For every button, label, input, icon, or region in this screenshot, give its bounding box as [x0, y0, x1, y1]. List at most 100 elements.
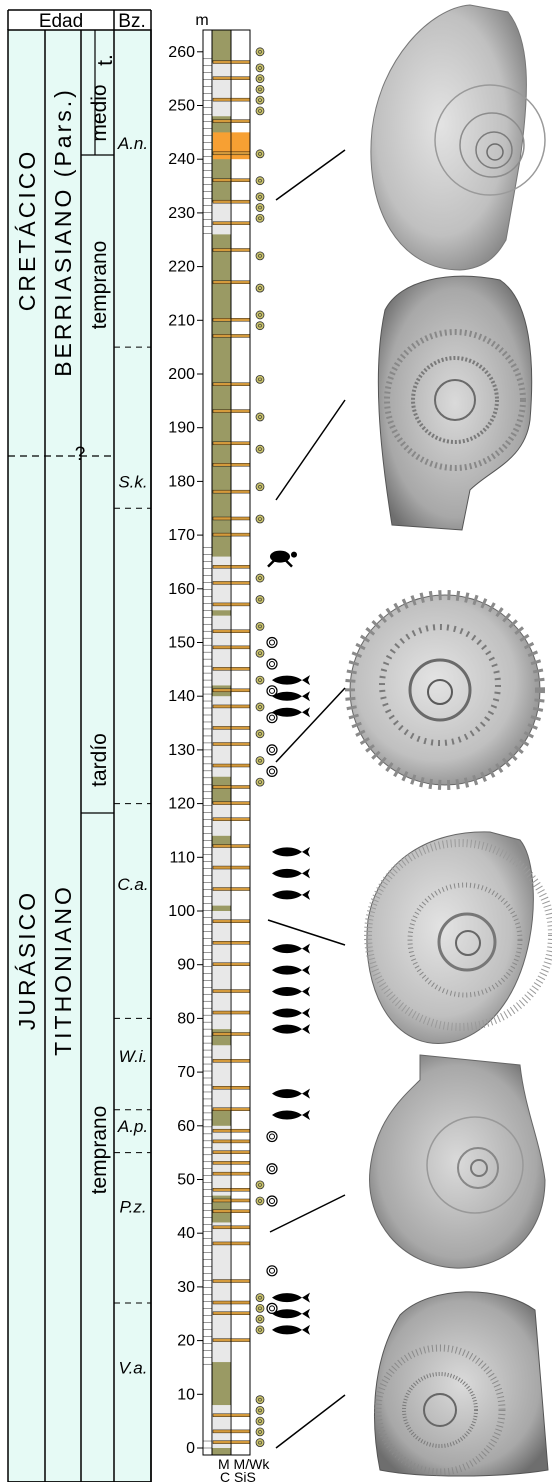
scale-tick-label: 260	[168, 44, 195, 61]
ammonite-icon	[256, 75, 264, 83]
scale-tick-label: 90	[177, 957, 195, 974]
ammonite-icon	[256, 204, 264, 212]
ammonite-ribbed-matrix-photo	[375, 1292, 548, 1476]
system-cretaceous: CRETÁCICO	[14, 149, 40, 311]
ammonite-icon	[256, 252, 264, 260]
ammonite-icon	[256, 177, 264, 185]
zone-label: W.i.	[119, 1047, 148, 1066]
ammonite-icon	[256, 1304, 264, 1312]
substage-temprano-upper: temprano	[88, 241, 111, 330]
fish-icon	[272, 1325, 310, 1335]
coiled-ammonite-icon	[267, 638, 277, 648]
ammonite-icon	[256, 622, 264, 630]
zone-header: Bz.	[118, 11, 145, 32]
ammonite-icon	[256, 730, 264, 738]
age-table: Edad Bz. CRETÁCICO JURÁSICO BERRIASIANO …	[8, 10, 151, 1482]
ammonite-icon	[256, 757, 264, 765]
scale-tick-label: 200	[168, 366, 195, 383]
ammonite-icon	[256, 214, 264, 222]
substage-tardio: tardío	[88, 733, 111, 787]
ammonite-icon	[256, 85, 264, 93]
scale-tick-label: 240	[168, 151, 195, 168]
system-jurassic: JURÁSICO	[14, 890, 40, 1030]
ammonite-icon	[256, 193, 264, 201]
ammonite-spined-photo	[350, 595, 540, 785]
ammonite-icon	[256, 1181, 264, 1189]
ammonite-icon	[256, 574, 264, 582]
substage-medio: medio	[88, 84, 111, 141]
ammonite-icon	[256, 107, 264, 115]
ammonite-icon	[256, 96, 264, 104]
ammonite-ribbed-photo	[378, 276, 531, 530]
scale-tick-label: 150	[168, 635, 195, 652]
fish-icon	[272, 1293, 310, 1303]
fish-icon	[272, 1024, 310, 1034]
coiled-ammonite-icon	[267, 745, 277, 755]
ammonite-icon	[256, 445, 264, 453]
fish-icon	[272, 691, 310, 701]
coiled-ammonite-icon	[267, 1196, 277, 1206]
ammonite-icon	[256, 1428, 264, 1436]
lithology-footer-2: C SiS	[220, 1469, 256, 1482]
boundary-question-mark: ?	[75, 444, 86, 465]
ammonite-icon	[256, 483, 264, 491]
fish-icon	[272, 675, 310, 685]
scale-tick-label: 10	[177, 1386, 195, 1403]
ammonite-icon	[256, 596, 264, 604]
ammonite-icon	[256, 649, 264, 657]
ammonite-icon	[256, 322, 264, 330]
ammonite-icon	[256, 375, 264, 383]
scale-tick-label: 30	[177, 1279, 195, 1296]
scale-tick-label: 230	[168, 205, 195, 222]
age-header: Edad	[39, 11, 83, 32]
scale-tick-label: 180	[168, 473, 195, 490]
substage-temprano-lower: temprano	[88, 1106, 111, 1195]
zone-label: C.a.	[117, 875, 148, 894]
ammonite-icon	[256, 1406, 264, 1414]
fish-icon	[272, 1089, 310, 1099]
scale-ticks: 0102030405060708090100110120130140150160…	[168, 44, 203, 1457]
ammonite-icon	[256, 515, 264, 523]
scale-tick-label: 170	[168, 527, 195, 544]
scale-tick-label: 50	[177, 1172, 195, 1189]
scale-tick-label: 130	[168, 742, 195, 759]
ammonite-icon	[256, 413, 264, 421]
ammonite-icon	[256, 64, 264, 72]
coiled-ammonite-icon	[267, 766, 277, 776]
fossil-symbols	[256, 48, 310, 1447]
unit-label: m	[195, 12, 208, 29]
ammonite-icon	[256, 676, 264, 684]
scale-tick-label: 40	[177, 1225, 195, 1242]
scale-tick-label: 220	[168, 259, 195, 276]
scale-tick-label: 160	[168, 581, 195, 598]
fish-icon	[272, 944, 310, 954]
ammonite-icon	[256, 48, 264, 56]
ammonite-icon	[256, 1294, 264, 1302]
fish-icon	[272, 847, 310, 857]
coiled-ammonite-icon	[267, 1132, 277, 1142]
ammonite-icon	[256, 311, 264, 319]
scale-tick-label: 190	[168, 420, 195, 437]
coiled-ammonite-icon	[267, 1266, 277, 1276]
ammonite-icon	[256, 1197, 264, 1205]
zone-label: S.k.	[118, 472, 147, 491]
scale-tick-label: 120	[168, 796, 195, 813]
scale-tick-label: 0	[186, 1440, 195, 1457]
ammonite-icon	[256, 1439, 264, 1447]
coiled-ammonite-icon	[267, 1164, 277, 1174]
ammonite-icon	[256, 1417, 264, 1425]
scale-tick-label: 210	[168, 312, 195, 329]
ammonite-icon	[256, 1326, 264, 1334]
ammonite-fine-ribbed-photo	[367, 832, 552, 1044]
ammonite-icon	[256, 1396, 264, 1404]
coiled-ammonite-icon	[267, 659, 277, 669]
scale-tick-label: 110	[169, 849, 195, 866]
zone-label: A.n.	[117, 134, 148, 153]
ammonite-icon	[256, 1315, 264, 1323]
fish-icon	[272, 1008, 310, 1018]
ammonite-smooth-photo	[370, 1055, 545, 1268]
fish-icon	[272, 707, 310, 717]
zone-label: A.p.	[117, 1117, 148, 1136]
substage-t: t.	[94, 54, 117, 66]
